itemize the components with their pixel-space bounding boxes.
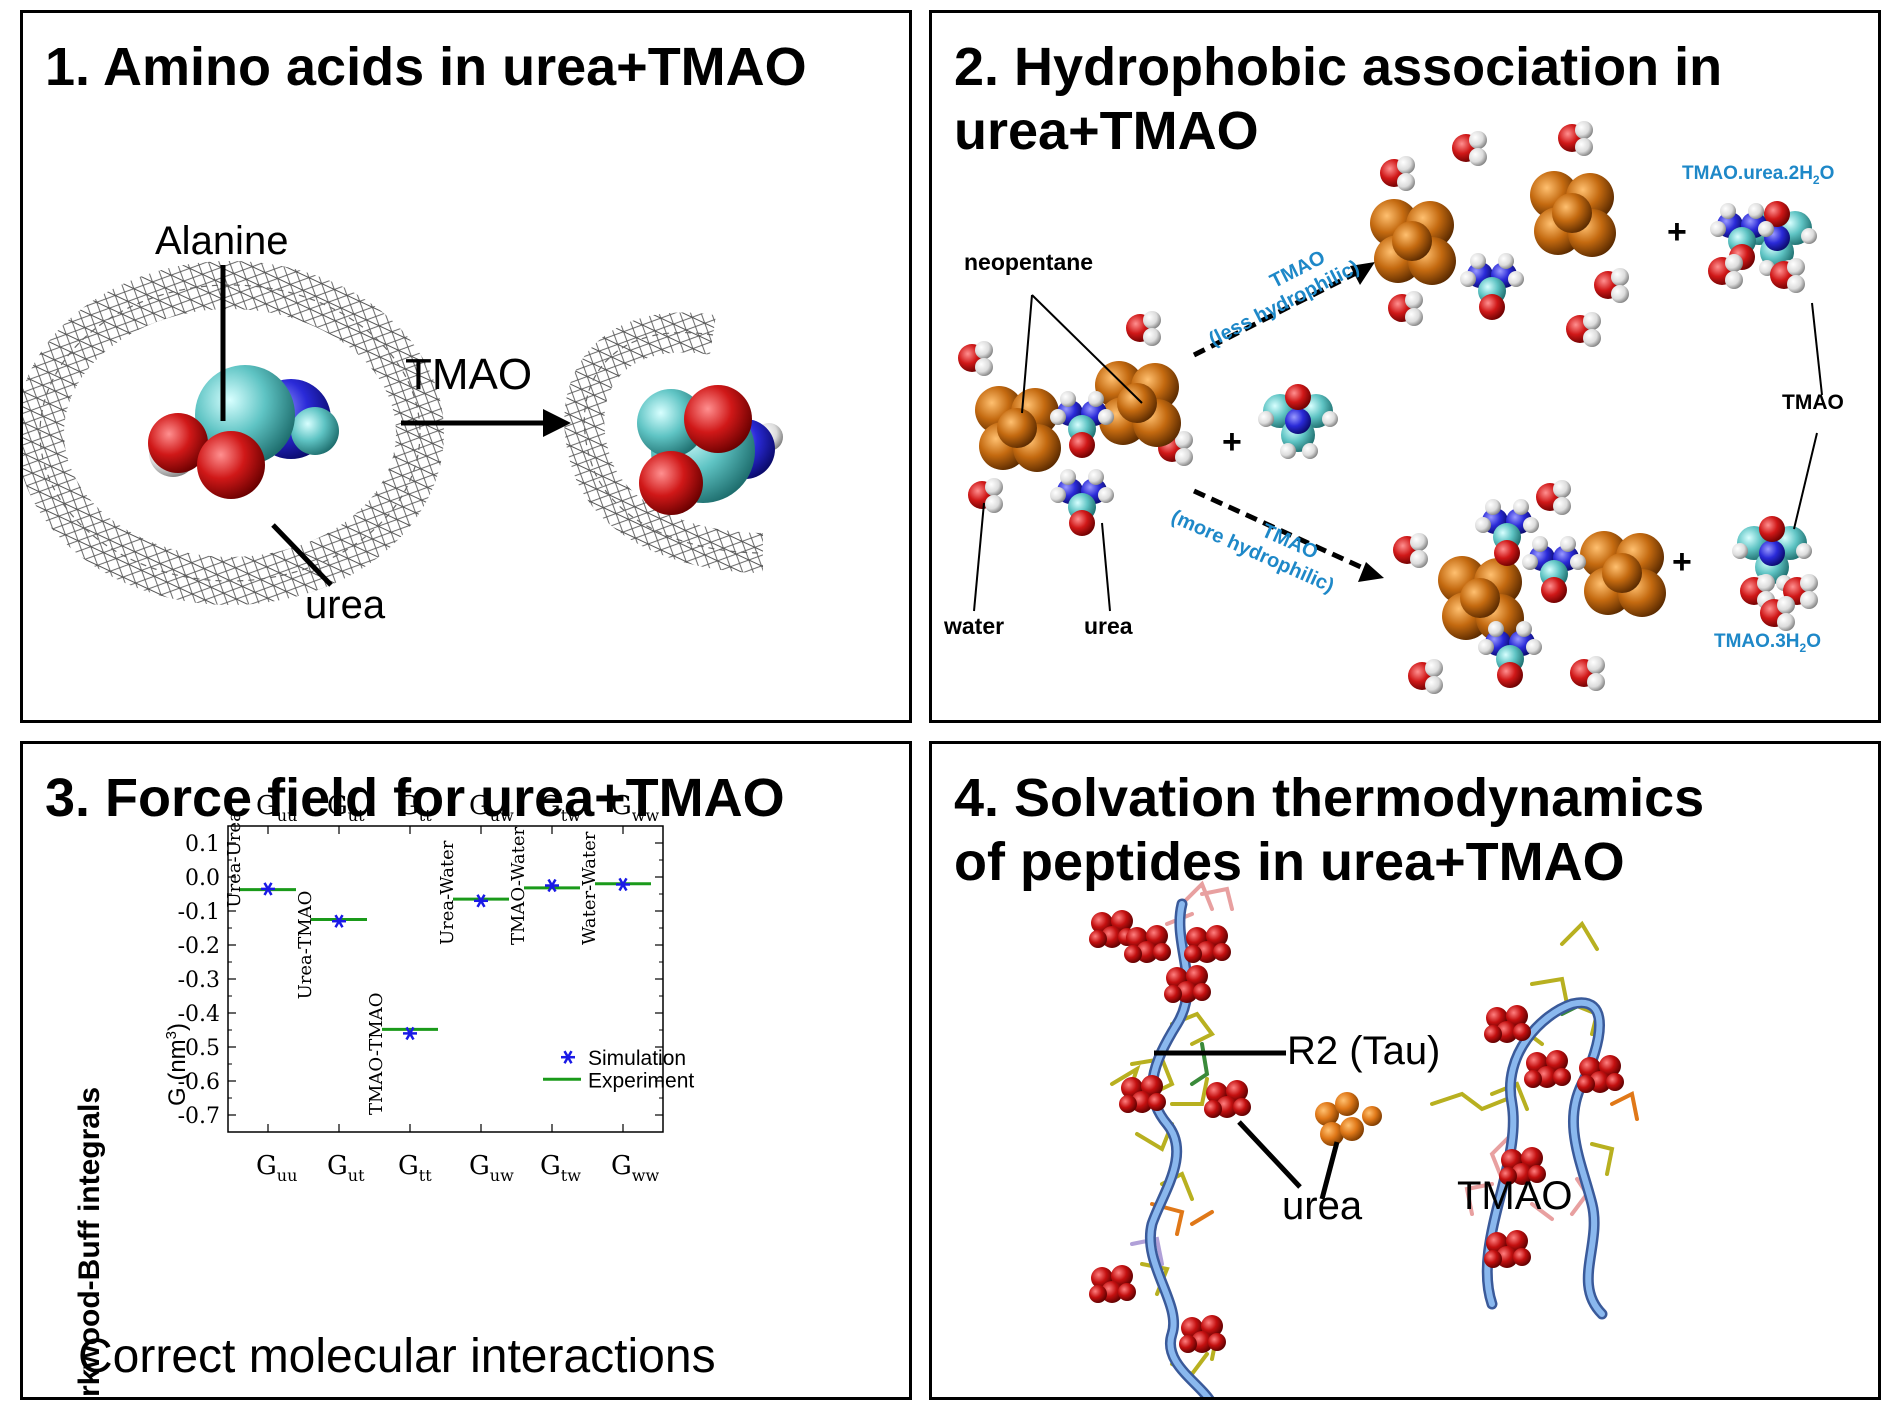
y-tick-label: -0.3 <box>178 968 220 993</box>
simulation-mark <box>403 1026 417 1041</box>
neopentane-label: neopentane <box>964 249 1094 275</box>
x-category-label-top: Gut <box>327 791 365 825</box>
simulation-mark <box>261 882 275 896</box>
ylabel-close: ) <box>164 1022 191 1031</box>
initial-state-cluster <box>958 311 1338 536</box>
alanine-molecule-right <box>637 385 783 515</box>
y-tick-label: 0.0 <box>185 866 220 891</box>
x-category-label-bottom: Gtt <box>398 1151 432 1185</box>
plus-sign-bottom: + <box>1672 543 1692 581</box>
simulation-mark-stroke <box>405 1026 415 1041</box>
pair-label: Water-Water <box>579 831 600 945</box>
x-category-label-top: Gtt <box>398 791 432 825</box>
kb-chart: 0.10.0-0.1-0.2-0.3-0.4-0.5-0.6-0.7GuuGuu… <box>178 791 695 1185</box>
urea-label: urea <box>305 583 386 627</box>
pair-label: Urea-TMAO <box>295 891 316 1000</box>
x-category-label-bottom: Guw <box>469 1151 514 1185</box>
panel-force-field: 3. Force field for urea+TMAO Kirkwood-Bu… <box>20 741 912 1400</box>
panel-solvation-thermodynamics: 4. Solvation thermodynamics of peptides … <box>929 741 1881 1400</box>
panel4-title: 4. Solvation thermodynamics of peptides … <box>954 766 1704 894</box>
y-tick-label: -0.7 <box>178 1104 220 1129</box>
plus-sign-top: + <box>1667 213 1687 251</box>
simulation-mark <box>474 894 488 908</box>
pair-label: TMAO-TMAO <box>366 993 387 1115</box>
legend-experiment-label: Experiment <box>588 1069 694 1092</box>
panel2-illustration <box>958 121 1823 694</box>
peptide-r2-tau <box>1089 880 1251 1397</box>
urea-label-panel4: urea <box>1282 1184 1363 1228</box>
simulation-mark-stroke <box>547 878 557 893</box>
y-tick-label: -0.4 <box>178 1002 220 1027</box>
x-category-label-top: Gtw <box>540 791 581 825</box>
pair-label: Urea-Water <box>437 840 458 945</box>
water-label: water <box>944 613 1005 639</box>
panel1-illustration <box>23 261 783 605</box>
panel-amino-acids: 1. Amino acids in urea+TMAO <box>20 10 912 723</box>
legend-marker-stroke <box>563 1050 573 1064</box>
simulation-mark-stroke <box>618 877 628 892</box>
y-tick-label: -0.2 <box>178 934 220 959</box>
y-tick-label: -0.1 <box>178 900 220 925</box>
panel4-title-line1: 4. Solvation thermodynamics <box>954 768 1705 828</box>
x-category-label-top: Gww <box>611 791 659 825</box>
legend-simulation-marker <box>561 1050 575 1064</box>
complex-bottom-label: TMAO.3H2O <box>1714 631 1821 655</box>
x-category-label-bottom: Gtw <box>540 1151 581 1185</box>
x-category-label-top: Guu <box>256 791 297 825</box>
panel1-title: 1. Amino acids in urea+TMAO <box>45 37 807 97</box>
urea-density-mesh-right <box>564 312 764 573</box>
complex-bottom-sub: 2 <box>1799 640 1807 655</box>
peptide-with-tmao <box>1315 920 1639 1320</box>
y-tick-label: -0.6 <box>178 1070 220 1095</box>
simulation-mark-stroke <box>334 914 344 928</box>
complex-top-base: TMAO.urea.2H <box>1682 163 1813 184</box>
pair-label: Urea-Urea <box>224 811 245 908</box>
pair-label: TMAO-Water <box>508 826 529 945</box>
alanine-molecule-left <box>148 365 339 499</box>
panel2-title-line1: 2. Hydrophobic association in <box>954 37 1723 97</box>
ylabel-main: G (nm <box>164 1039 191 1106</box>
x-category-label-top: Guw <box>469 791 514 825</box>
panel2-title-line2: urea+TMAO <box>954 101 1259 161</box>
simulation-mark-stroke <box>476 894 486 908</box>
panel4-title-line2: of peptides in urea+TMAO <box>954 832 1625 892</box>
less-hydrophilic-state <box>1370 121 1817 347</box>
y-tick-label: 0.1 <box>185 832 220 857</box>
r2-tau-label: R2 (Tau) <box>1287 1029 1441 1073</box>
chart-ticks: 0.10.0-0.1-0.2-0.3-0.4-0.5-0.6-0.7GuuGuu… <box>178 791 663 1185</box>
panel-hydrophobic-association: 2. Hydrophobic association in urea+TMAO <box>929 10 1881 723</box>
urea-density-mesh-left <box>23 261 444 605</box>
panel3-title: 3. Force field for urea+TMAO <box>45 768 785 828</box>
simulation-mark <box>545 878 559 893</box>
complex-top-label: TMAO.urea.2H2O <box>1682 163 1834 187</box>
plus-sign-left: + <box>1222 423 1242 461</box>
tmao-arrow-label: TMAO <box>405 350 533 399</box>
complex-bottom-base: TMAO.3H <box>1714 631 1800 652</box>
complex-bottom-tail: O <box>1806 631 1821 652</box>
legend-simulation-label: Simulation <box>588 1047 686 1070</box>
chart-ylabel-text: G (nm3) <box>163 1023 192 1106</box>
simulation-mark <box>332 914 346 928</box>
tmao-label-panel4: TMAO <box>1457 1174 1573 1218</box>
ylabel-sup: 3 <box>163 1030 180 1040</box>
tmao-molecule-orange <box>1315 1092 1382 1146</box>
urea-label-panel2: urea <box>1084 613 1133 639</box>
x-category-label-bottom: Gww <box>611 1151 659 1185</box>
complex-top-tail: O <box>1819 163 1835 184</box>
panel2-title: 2. Hydrophobic association in urea+TMAO <box>954 35 1722 163</box>
simulation-mark <box>616 877 630 892</box>
x-category-label-bottom: Guu <box>256 1151 297 1185</box>
alanine-label: Alanine <box>155 219 289 263</box>
panel3-caption: Correct molecular interactions <box>78 1330 716 1383</box>
x-category-label-bottom: Gut <box>327 1151 365 1185</box>
panel4-illustration <box>1089 880 1639 1397</box>
more-hydrophilic-state <box>1393 480 1818 694</box>
y-tick-label: -0.5 <box>178 1036 220 1061</box>
simulation-mark-stroke <box>263 882 273 896</box>
complex-top-sub: 2 <box>1812 172 1820 187</box>
tmao-label-panel2: TMAO <box>1782 391 1844 414</box>
